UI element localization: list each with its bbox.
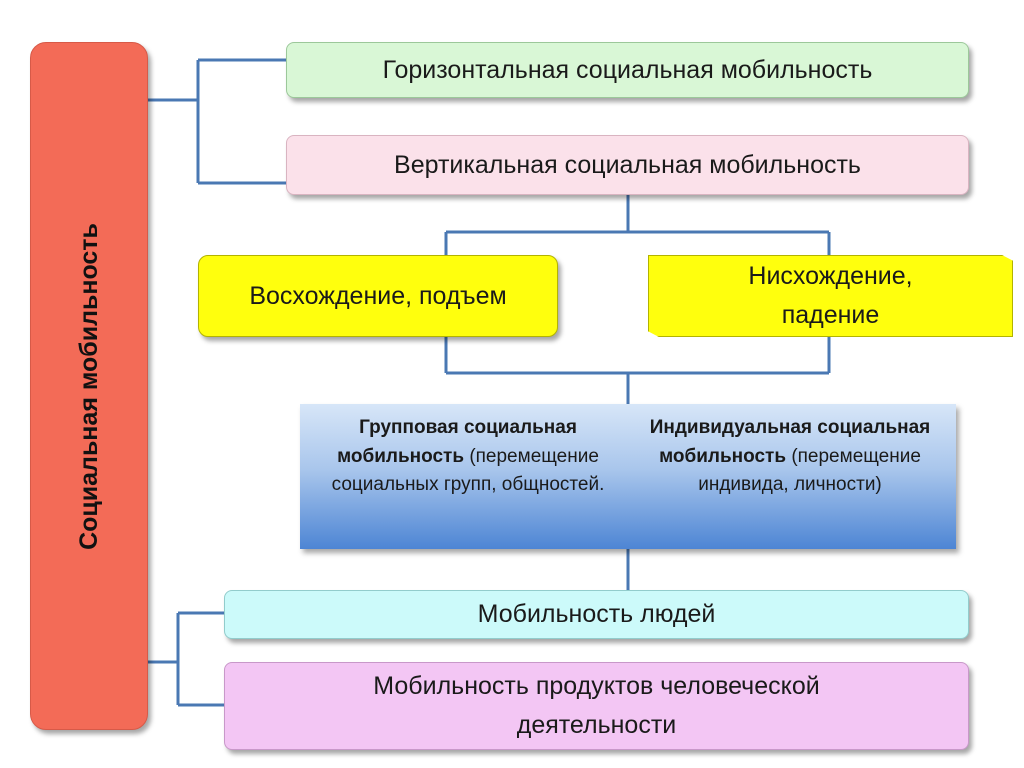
descent-line-2: падение (781, 301, 880, 329)
individual-mobility-title: Индивидуальная социальная мобильность (649, 417, 931, 467)
vertical-mobility-label: Вертикальная социальная мобильность (394, 150, 861, 179)
group-individual-box: Групповая социальная мобильность (переме… (300, 404, 956, 549)
individual-mobility-desc: (перемещение индивида, личности) (698, 445, 921, 496)
social-mobility-side-box: Социальная мобильность (30, 42, 148, 730)
vertical-mobility-box: Вертикальная социальная мобильность (286, 135, 969, 195)
group-mobility-title: Групповая социальная мобильность (337, 417, 577, 467)
side-label: Социальная мобильность (74, 222, 103, 550)
descent-label: Нисхождение, падение (748, 257, 912, 335)
individual-mobility-text: Индивидуальная социальная мобильность (п… (630, 414, 950, 500)
horizontal-mobility-label: Горизонтальная социальная мобильность (382, 55, 873, 84)
products-mobility-label: Мобильность продуктов человеческой деяте… (373, 672, 820, 739)
ascent-box: Восхождение, подъем (198, 255, 558, 337)
connector-vertical-branch (444, 195, 831, 255)
group-mobility-desc: (перемещение социальных групп, общностей… (331, 445, 605, 496)
descent-box: Нисхождение, падение (648, 255, 1013, 337)
connector-side-bottom (148, 611, 224, 707)
people-mobility-label: Мобильность людей (477, 600, 716, 628)
connector-side-top (148, 58, 286, 185)
connector-yellow-join (444, 337, 831, 375)
descent-line-1: Нисхождение, (748, 262, 913, 291)
people-mobility-box: Мобильность людей (224, 590, 969, 639)
products-mobility-box: Мобильность продуктов человеческой деяте… (224, 662, 969, 750)
horizontal-mobility-box: Горизонтальная социальная мобильность (286, 42, 969, 98)
group-mobility-text: Групповая социальная мобильность (переме… (308, 414, 628, 500)
ascent-label: Восхождение, подъем (249, 281, 507, 310)
